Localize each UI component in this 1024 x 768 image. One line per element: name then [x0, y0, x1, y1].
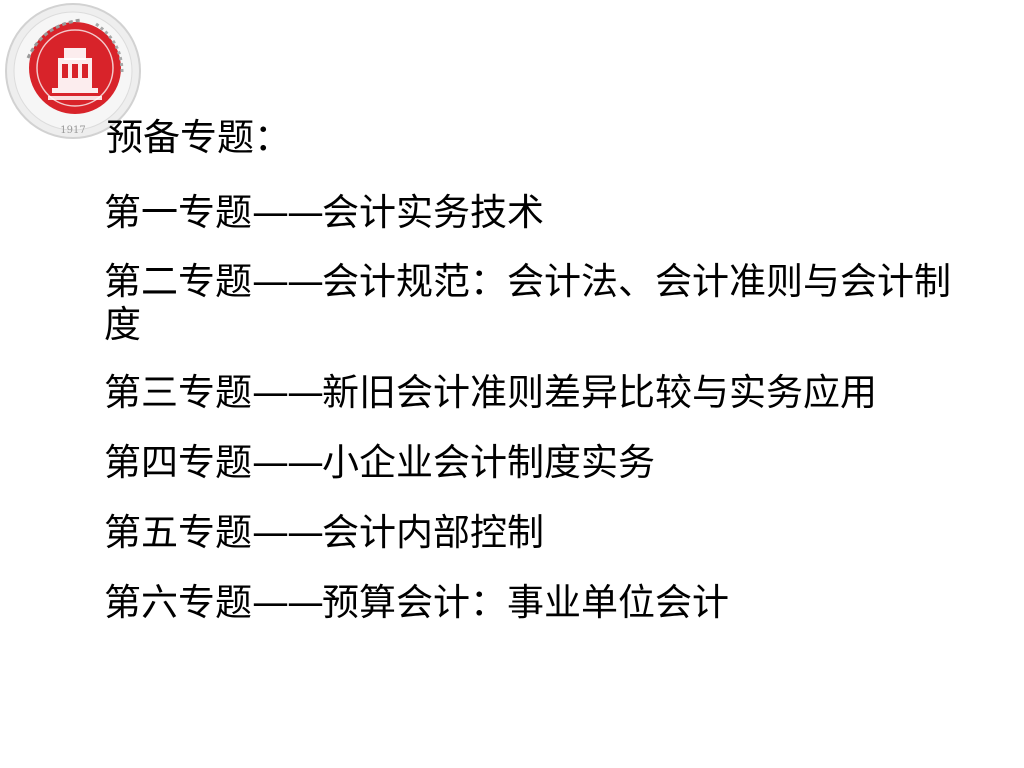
topic-text: 会计规范：会计法、会计准则与会计制度 [104, 260, 951, 346]
topic-text: 预算会计：事业单位会计 [322, 581, 729, 624]
topic-item-4: 第四专题——小企业会计制度实务 [104, 440, 954, 486]
university-seal-logo: 1917 [4, 2, 142, 140]
topic-label: 第三专题 [104, 371, 252, 414]
topic-label: 第四专题 [104, 441, 252, 484]
topic-text: 小企业会计制度实务 [322, 441, 655, 484]
university-seal-icon: 1917 [5, 3, 141, 139]
topic-item-1: 第一专题——会计实务技术 [104, 190, 954, 236]
topic-label: 第六专题 [104, 581, 252, 624]
topic-text: 会计实务技术 [322, 191, 544, 234]
topic-separator: —— [252, 581, 324, 624]
topic-list: 第一专题——会计实务技术 第二专题——会计规范：会计法、会计准则与会计制度 第三… [104, 190, 954, 650]
topic-label: 第一专题 [104, 191, 252, 234]
topic-separator: —— [252, 441, 324, 484]
topic-item-2: 第二专题——会计规范：会计法、会计准则与会计制度 [104, 260, 954, 346]
topic-separator: —— [252, 371, 324, 414]
topic-separator: —— [252, 191, 324, 234]
topic-label: 第二专题 [104, 260, 252, 303]
topic-item-6: 第六专题——预算会计：事业单位会计 [104, 580, 954, 626]
seal-year-text: 1917 [60, 125, 85, 136]
topic-label: 第五专题 [104, 511, 252, 554]
topic-separator: —— [252, 511, 324, 554]
topic-text: 新旧会计准则差异比较与实务应用 [322, 371, 877, 414]
topic-separator: —— [252, 260, 324, 303]
topic-item-5: 第五专题——会计内部控制 [104, 510, 954, 556]
topic-text: 会计内部控制 [322, 511, 544, 554]
slide-title: 预备专题： [106, 116, 291, 159]
topic-item-3: 第三专题——新旧会计准则差异比较与实务应用 [104, 370, 954, 416]
